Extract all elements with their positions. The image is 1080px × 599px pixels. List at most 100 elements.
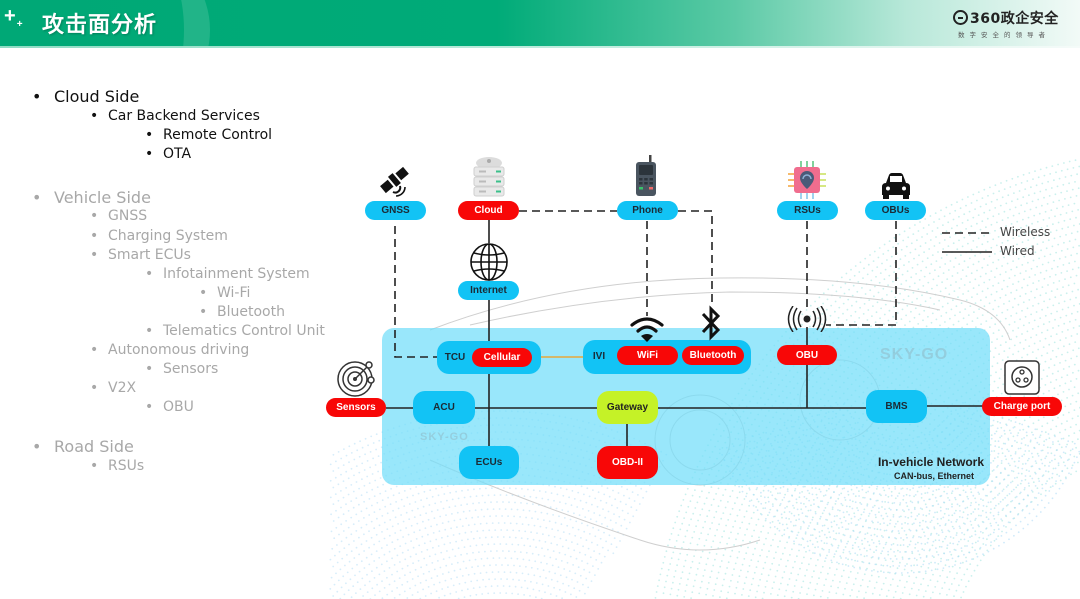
outline-item: • RSUs — [90, 458, 145, 474]
outline-item: • GNSS — [90, 208, 148, 224]
outline-item: • Car Backend Services — [90, 108, 260, 124]
bullet-icon: • — [90, 247, 99, 263]
bluetooth-node[interactable]: Bluetooth — [682, 346, 744, 365]
logo-name: 360政企安全 — [970, 11, 1059, 27]
network-title: In-vehicle Network — [877, 455, 984, 469]
outline-item-text: Sensors — [163, 361, 219, 377]
link-obus-obu — [826, 221, 897, 326]
gnss-node[interactable]: GNSS — [365, 201, 426, 220]
sparkle-plus-icon: ++ — [4, 5, 23, 30]
obus-node[interactable]: OBUs — [865, 201, 926, 220]
bullet-icon: • — [145, 266, 154, 282]
bullet-icon: • — [32, 87, 42, 106]
wifi-icon — [630, 317, 664, 342]
logo-mark-icon — [953, 10, 968, 25]
outline-item-text: Autonomous driving — [108, 342, 250, 358]
gateway-node[interactable]: Gateway — [597, 391, 658, 424]
bullet-icon: • — [199, 285, 208, 301]
bullet-icon: • — [90, 342, 99, 358]
logo-tagline: 数字安全的领导者 — [958, 31, 1050, 39]
company-logo: 360政企安全 数字安全的领导者 — [950, 8, 1075, 42]
outline-item: • Wi-Fi — [199, 285, 251, 301]
outline-item-text: Infotainment System — [163, 266, 310, 282]
outline-item: • Bluetooth — [199, 304, 285, 320]
bullet-icon: • — [199, 304, 208, 320]
bullet-icon: • — [90, 108, 99, 124]
bullet-icon: • — [145, 361, 154, 377]
link-phone-bluetooth — [678, 210, 713, 306]
bullet-icon: • — [90, 458, 99, 474]
phone-node[interactable]: Phone — [617, 201, 678, 220]
outline-item: • Vehicle Side — [32, 188, 151, 207]
outline-item-text: Cloud Side — [54, 87, 140, 106]
outline-item-text: GNSS — [108, 208, 148, 224]
outline-item-text: Bluetooth — [217, 304, 285, 320]
watermark-small: SKY-GO — [420, 431, 469, 443]
outline-item-text: Remote Control — [163, 127, 273, 143]
outline-item-text: V2X — [108, 380, 137, 396]
chip-location-icon — [788, 161, 826, 199]
charge-port-node[interactable]: Charge port — [982, 397, 1062, 416]
cloud-node[interactable]: Cloud — [458, 201, 519, 220]
slide-title: 攻击面分析 — [42, 13, 158, 38]
bullet-icon: • — [145, 146, 154, 162]
bullet-icon: • — [32, 188, 42, 207]
internet-node[interactable]: Internet — [458, 281, 519, 300]
outline-item: • Remote Control — [145, 127, 273, 143]
outline-item: • Smart ECUs — [90, 247, 191, 263]
watermark: SKY-GO — [880, 346, 949, 363]
bullet-icon: • — [145, 323, 154, 339]
header-divider — [0, 46, 1080, 48]
charging-socket-icon — [1004, 360, 1040, 395]
satellite-icon — [380, 166, 409, 197]
cellular-node[interactable]: Cellular — [472, 348, 532, 367]
legend-wired: Wired — [1000, 244, 1035, 258]
ivi-label[interactable]: IVI — [592, 350, 606, 362]
outline-item-text: Telematics Control Unit — [163, 323, 325, 339]
globe-icon — [470, 243, 508, 281]
outline-item: • Autonomous driving — [90, 342, 250, 358]
bullet-icon: • — [90, 380, 99, 396]
network-subtitle: CAN-bus, Ethernet — [893, 471, 974, 481]
mobile-phone-icon — [636, 155, 656, 196]
rsus-node[interactable]: RSUs — [777, 201, 838, 220]
outline-item: •Road Side — [32, 437, 134, 456]
link-gnss-tcu — [394, 226, 437, 358]
ecus-node[interactable]: ECUs — [459, 446, 519, 479]
outline-item: • Cloud Side — [32, 87, 140, 106]
bluetooth-icon — [701, 305, 721, 341]
bms-node[interactable]: BMS — [866, 390, 927, 423]
outline-item: • Charging System — [90, 228, 228, 244]
outline-item-text: RSUs — [108, 458, 145, 474]
obu-node[interactable]: OBU — [777, 345, 837, 365]
outline-item: •OBU — [145, 399, 194, 415]
tcu-label[interactable]: TCU — [444, 351, 466, 363]
bullet-icon: • — [90, 208, 99, 224]
outline-item-text: OTA — [163, 146, 192, 162]
bullet-icon: • — [145, 399, 154, 415]
bullet-icon: • — [145, 127, 154, 143]
outline-item-text: Car Backend Services — [108, 108, 260, 124]
car-icon — [882, 173, 910, 199]
outline-item-text: Smart ECUs — [108, 247, 191, 263]
wifi-node[interactable]: WiFi — [617, 346, 678, 365]
outline-item-text: Vehicle Side — [54, 188, 151, 207]
slide-header: ++ 攻击面分析 360政企安全 数字安全的领导者 — [0, 0, 1080, 100]
outline-item-text: Wi-Fi — [217, 285, 251, 301]
outline-item-text: Charging System — [108, 228, 228, 244]
outline-item: • Telematics Control Unit — [145, 323, 325, 339]
server-stack-icon — [473, 157, 505, 197]
outline-item: • OTA — [145, 146, 192, 162]
bullet-icon: • — [90, 228, 99, 244]
sensors-node[interactable]: Sensors — [326, 398, 386, 417]
antenna-broadcast-icon — [787, 306, 827, 332]
radar-icon — [337, 361, 375, 397]
obd-node[interactable]: OBD-II — [597, 446, 658, 479]
acu-node[interactable]: ACU — [413, 391, 475, 424]
outline-item: • Sensors — [145, 361, 219, 377]
outline-item: • Infotainment System — [145, 266, 310, 282]
legend-wireless: Wireless — [1000, 225, 1051, 239]
outline-item: • V2X — [90, 380, 137, 396]
